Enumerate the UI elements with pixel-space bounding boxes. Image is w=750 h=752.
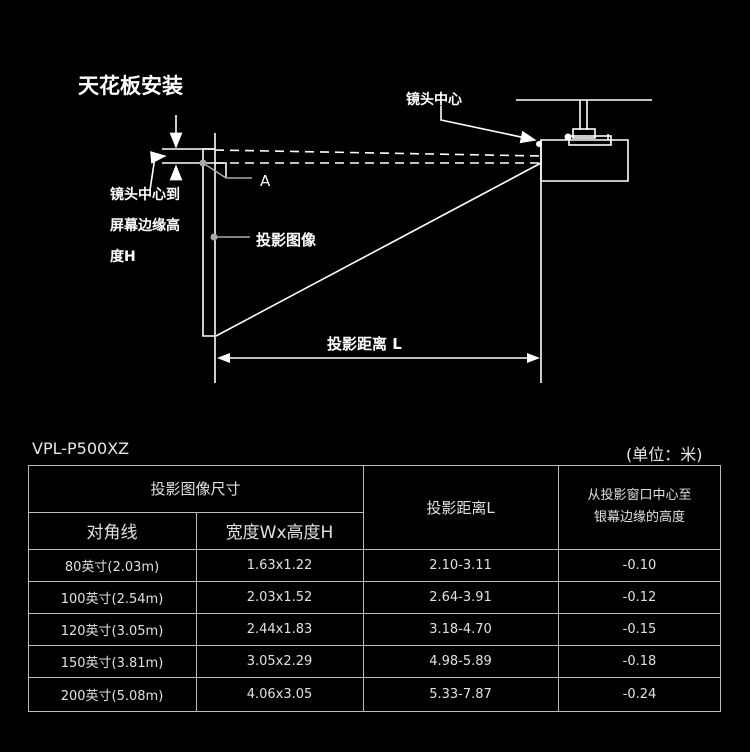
cell-wh: 3.05x2.29 [246,653,313,669]
cell-wh: 2.03x1.52 [246,589,313,605]
diagram-title: 天花板安装 [78,74,183,98]
cell-distance: 2.10-3.11 [429,557,492,573]
point-a-label: A [260,172,271,190]
header-offset-line: 银幕边缘的高度 [593,510,685,525]
cell-distance: 3.18-4.70 [429,621,492,637]
cell-diagonal: 200英寸(5.08m) [60,689,164,704]
unit-label: (单位：米) [626,445,703,464]
model-name: VPL-P500XZ [32,439,130,458]
projected-image-rect [202,148,215,337]
cell-diagonal: 120英寸(3.05m) [60,623,164,639]
cell-offset: -0.15 [622,621,657,637]
header-offset-line: 从投影窗口中心至 [587,488,692,503]
cell-offset: -0.12 [622,589,657,605]
throw-distance-label: 投影距离 L [327,335,402,353]
height-label-line: 度H [110,249,136,265]
header-throw-distance: 投影距离L [426,498,495,517]
height-label-line: 屏幕边缘高 [110,218,180,234]
header-diagonal: 对角线 [86,523,138,543]
height-label-line: 镜头中心到 [110,187,180,203]
lens-center-label: 镜头中心 [406,92,462,108]
cell-offset: -0.18 [622,653,657,669]
projected-image-label: 投影图像 [256,231,317,249]
cell-diagonal: 150英寸(3.81m) [60,655,164,671]
cell-distance: 2.64-3.91 [429,589,492,605]
header-width-height: 宽度Wx高度H [225,523,334,543]
cell-offset: -0.24 [622,687,657,702]
cell-wh: 2.44x1.83 [246,621,313,637]
cell-wh: 4.06x3.05 [246,687,313,702]
cell-wh: 1.63x1.22 [246,557,313,573]
cell-offset: -0.10 [622,557,657,573]
cell-distance: 4.98-5.89 [429,653,492,669]
height-label: 镜头中心到 屏幕边缘高 度H [110,180,180,273]
header-offset: 从投影窗口中心至 银幕边缘的高度 [558,465,721,549]
table-grid [28,465,721,712]
projector-body [540,139,629,182]
cell-diagonal: 100英寸(2.54m) [60,591,164,607]
cell-diagonal: 80英寸(2.03m) [64,559,160,575]
cell-distance: 5.33-7.87 [429,687,492,702]
header-image-size: 投影图像尺寸 [150,480,241,498]
